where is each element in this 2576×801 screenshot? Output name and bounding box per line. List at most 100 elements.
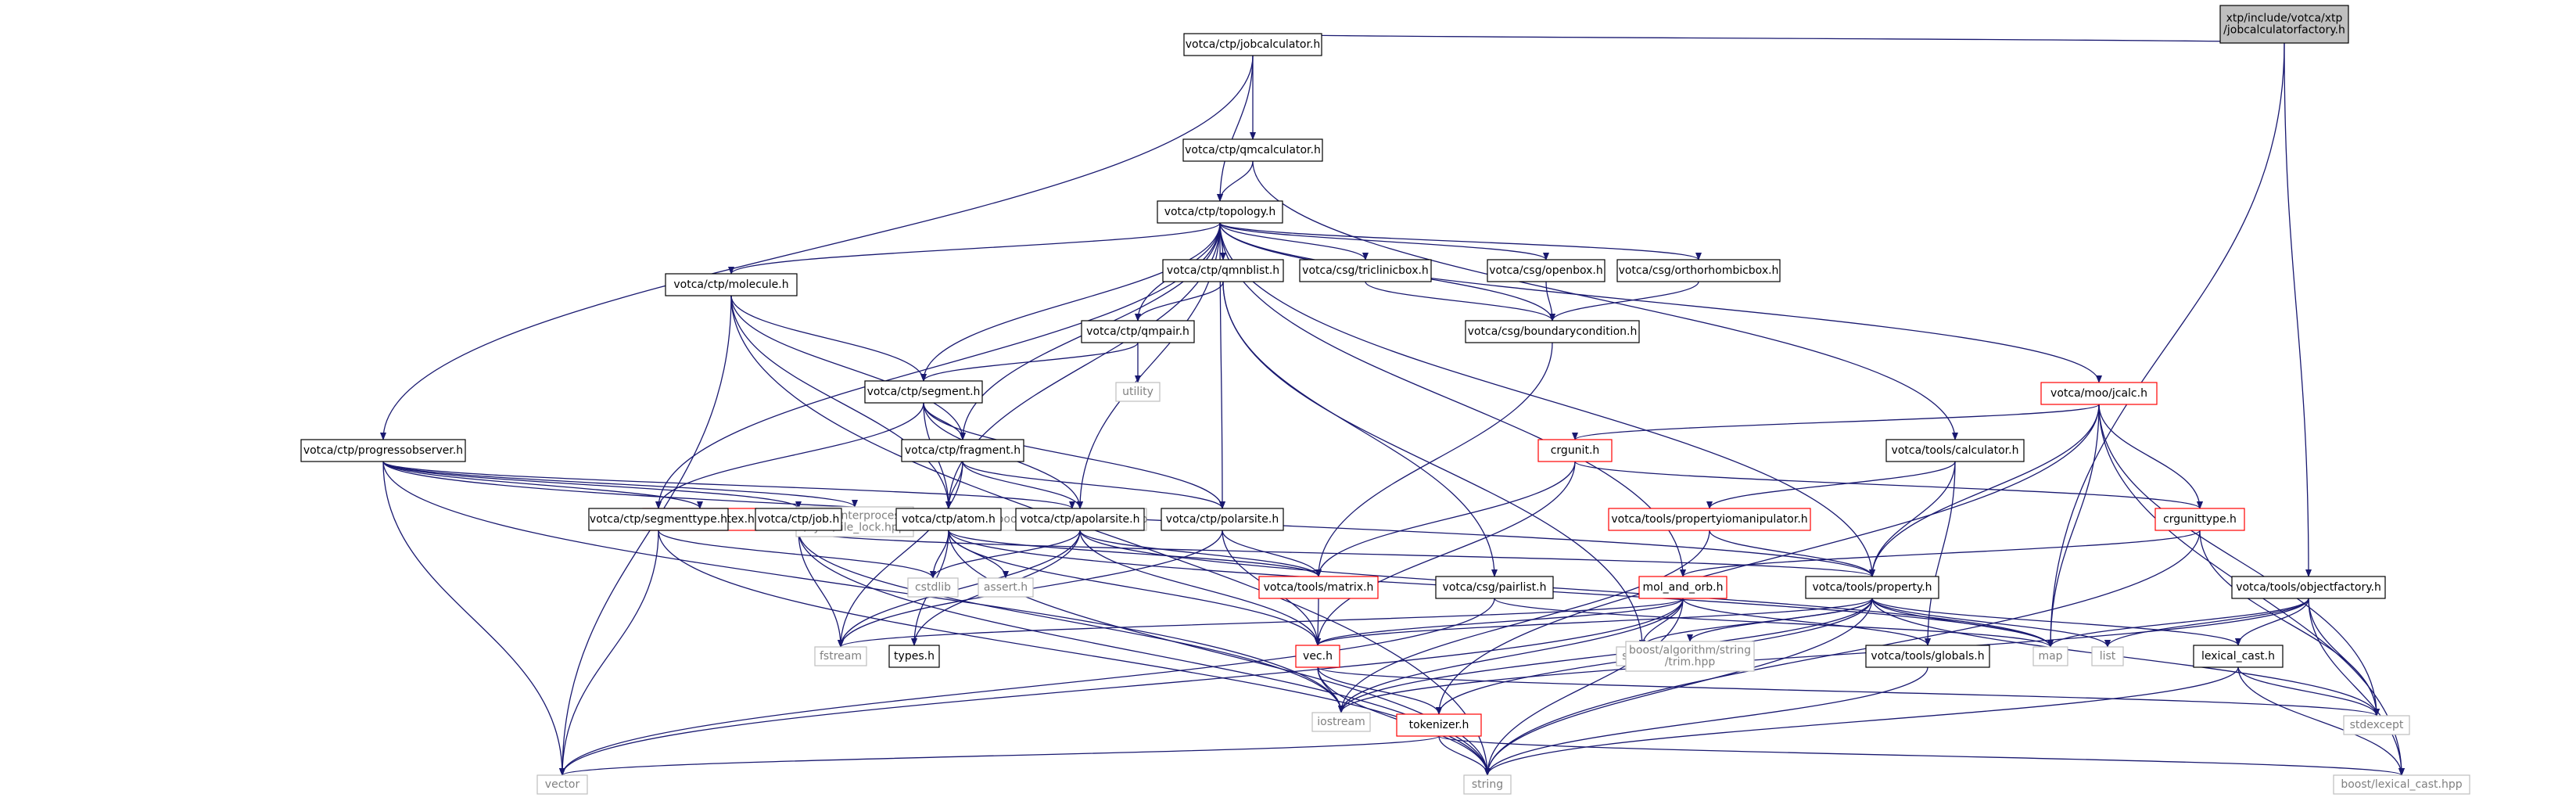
edge-tokenizer-to-boost_lexical_cast xyxy=(1438,735,2405,776)
node-trim-label: boost/algorithm/string/trim.hpp xyxy=(1629,645,1751,669)
node-crgunit-label: crgunit.h xyxy=(1551,444,1600,457)
edge-qmpair-to-segment xyxy=(920,342,1139,382)
node-pairlist-label: votca/csg/pairlist.h xyxy=(1443,581,1547,594)
node-fstream: fstream xyxy=(814,646,867,666)
node-qmcalculator[interactable]: votca/ctp/qmcalculator.h xyxy=(1182,138,1323,162)
node-openbox[interactable]: votca/csg/openbox.h xyxy=(1487,259,1606,282)
edge-property-to-stdexcept xyxy=(1871,598,2380,717)
node-job-label: votca/ctp/job.h xyxy=(758,513,840,526)
node-progressobserver[interactable]: votca/ctp/progressobserver.h xyxy=(300,439,466,462)
node-lexical_cast-label: lexical_cast.h xyxy=(2201,650,2275,663)
edge-progressobserver-to-file_lock xyxy=(382,461,858,508)
node-objectfactory[interactable]: votca/tools/objectfactory.h xyxy=(2231,576,2386,599)
edge-root-to-objectfactory xyxy=(2284,42,2312,577)
node-propertyiomanipulator[interactable]: votca/tools/propertyiomanipulator.h xyxy=(1608,508,1811,531)
node-polarsite-label: votca/ctp/polarsite.h xyxy=(1166,513,1279,526)
node-string-box xyxy=(1463,774,1512,795)
edge-atom-to-string xyxy=(948,530,1491,776)
edge-segmenttype-to-cstdlib xyxy=(658,530,936,579)
node-triclinicbox[interactable]: votca/csg/triclinicbox.h xyxy=(1299,259,1432,282)
edge-apolarsite-to-cstdlib xyxy=(930,530,1081,579)
node-pairlist-box xyxy=(1435,576,1554,599)
node-orthorhombicbox-box xyxy=(1616,259,1781,282)
node-iostream-label: iostream xyxy=(1317,716,1365,728)
node-job[interactable]: votca/ctp/job.h xyxy=(755,508,842,531)
node-jobcalculator[interactable]: votca/ctp/jobcalculator.h xyxy=(1183,33,1322,56)
node-vec[interactable]: vec.h xyxy=(1295,645,1340,668)
node-property[interactable]: votca/tools/property.h xyxy=(1805,576,1939,599)
edge-triclinicbox-to-boundarycondition xyxy=(1365,281,1555,321)
node-iostream: iostream xyxy=(1311,712,1371,732)
node-segment[interactable]: votca/ctp/segment.h xyxy=(864,380,983,404)
node-root[interactable]: xtp/include/votca/xtp/jobcalculatorfacto… xyxy=(2219,5,2349,44)
node-apolarsite[interactable]: votca/ctp/apolarsite.h xyxy=(1015,508,1145,531)
node-calculator-box xyxy=(1885,439,2025,462)
node-mol_and_orb[interactable]: mol_and_orb.h xyxy=(1638,576,1727,599)
node-lexical_cast[interactable]: lexical_cast.h xyxy=(2193,645,2284,668)
edge-progressobserver-to-iostream xyxy=(382,461,1344,713)
node-orthorhombicbox[interactable]: votca/csg/orthorhombicbox.h xyxy=(1616,259,1781,282)
node-matrix-label: votca/tools/matrix.h xyxy=(1264,581,1374,594)
edge-progressobserver-to-mutex xyxy=(382,461,703,509)
edge-lexical_cast-to-string xyxy=(1484,666,2239,776)
edge-orthorhombicbox-to-boundarycondition xyxy=(1549,281,1699,321)
node-vector-label: vector xyxy=(545,778,580,791)
node-molecule[interactable]: votca/ctp/molecule.h xyxy=(665,273,798,296)
edge-fragment-to-apolarsite xyxy=(962,461,1083,509)
node-topology[interactable]: votca/ctp/topology.h xyxy=(1157,200,1283,224)
edge-jcalc-to-crgunittype xyxy=(2098,404,2203,509)
node-polarsite[interactable]: votca/ctp/polarsite.h xyxy=(1161,508,1284,531)
edge-mol_and_orb-to-vec xyxy=(1315,598,1684,646)
node-vector-box xyxy=(536,774,588,795)
node-topology-label: votca/ctp/topology.h xyxy=(1164,206,1276,218)
node-asserth-label: assert.h xyxy=(984,581,1028,594)
node-mol_and_orb-label: mol_and_orb.h xyxy=(1643,581,1724,594)
node-string: string xyxy=(1463,774,1512,795)
node-crgunittype[interactable]: crgunittype.h xyxy=(2154,508,2245,531)
edge-boundarycondition-to-matrix xyxy=(1315,342,1553,577)
edge-job-to-property xyxy=(798,530,1875,577)
node-cstdlib: cstdlib xyxy=(907,577,959,598)
node-boundarycondition[interactable]: votca/csg/boundarycondition.h xyxy=(1465,320,1640,343)
edge-topology-to-openbox xyxy=(1219,222,1549,260)
node-topology-box xyxy=(1157,200,1283,224)
edge-molecule-to-vector xyxy=(559,295,732,776)
edge-segment-to-fragment xyxy=(923,402,966,440)
node-segmenttype[interactable]: votca/ctp/segmenttype.h xyxy=(588,508,729,531)
node-cstdlib-label: cstdlib xyxy=(915,581,951,594)
node-segmenttype-label: votca/ctp/segmenttype.h xyxy=(590,513,727,526)
node-globals[interactable]: votca/tools/globals.h xyxy=(1865,645,1990,668)
node-qmpair-box xyxy=(1081,320,1195,343)
node-atom[interactable]: votca/ctp/atom.h xyxy=(895,508,1002,531)
edge-objectfactory-to-iostream xyxy=(1338,598,2309,713)
edge-qmcalculator-to-calculator xyxy=(1252,160,1958,440)
edge-crgunit-to-crgunittype xyxy=(1574,461,2203,509)
edge-property-to-vec xyxy=(1315,598,1873,646)
node-jcalc[interactable]: votca/moo/jcalc.h xyxy=(2040,382,2158,405)
node-crgunit[interactable]: crgunit.h xyxy=(1537,439,1613,462)
edge-molecule-to-fragment xyxy=(730,295,966,440)
node-qmpair[interactable]: votca/ctp/qmpair.h xyxy=(1081,320,1195,343)
node-fragment[interactable]: votca/ctp/fragment.h xyxy=(901,439,1024,462)
edge-jcalc-to-map xyxy=(2047,404,2100,648)
node-jcalc-label: votca/moo/jcalc.h xyxy=(2050,387,2147,400)
node-matrix[interactable]: votca/tools/matrix.h xyxy=(1258,576,1379,599)
node-types[interactable]: types.h xyxy=(888,645,940,668)
node-pairlist[interactable]: votca/csg/pairlist.h xyxy=(1435,576,1554,599)
node-atom-label: votca/ctp/atom.h xyxy=(902,513,996,526)
node-tokenizer[interactable]: tokenizer.h xyxy=(1396,713,1482,737)
node-crgunit-box xyxy=(1537,439,1613,462)
node-jcalc-box xyxy=(2040,382,2158,405)
edge-property-to-list xyxy=(1871,598,2111,648)
node-qmnblist[interactable]: votca/ctp/qmnblist.h xyxy=(1162,259,1284,282)
node-calculator[interactable]: votca/tools/calculator.h xyxy=(1885,439,2025,462)
node-globals-box xyxy=(1865,645,1990,668)
node-fstream-box xyxy=(814,646,867,666)
edge-qmnblist-to-pairlist xyxy=(1222,281,1498,577)
node-objectfactory-label: votca/tools/objectfactory.h xyxy=(2236,581,2381,594)
node-jobcalculator-label: votca/ctp/jobcalculator.h xyxy=(1186,38,1321,51)
node-cstdlib-box xyxy=(907,577,959,598)
edge-segment-to-polarsite xyxy=(923,402,1225,509)
node-trim-box xyxy=(1625,641,1755,672)
node-stdexcept: stdexcept xyxy=(2343,715,2410,735)
